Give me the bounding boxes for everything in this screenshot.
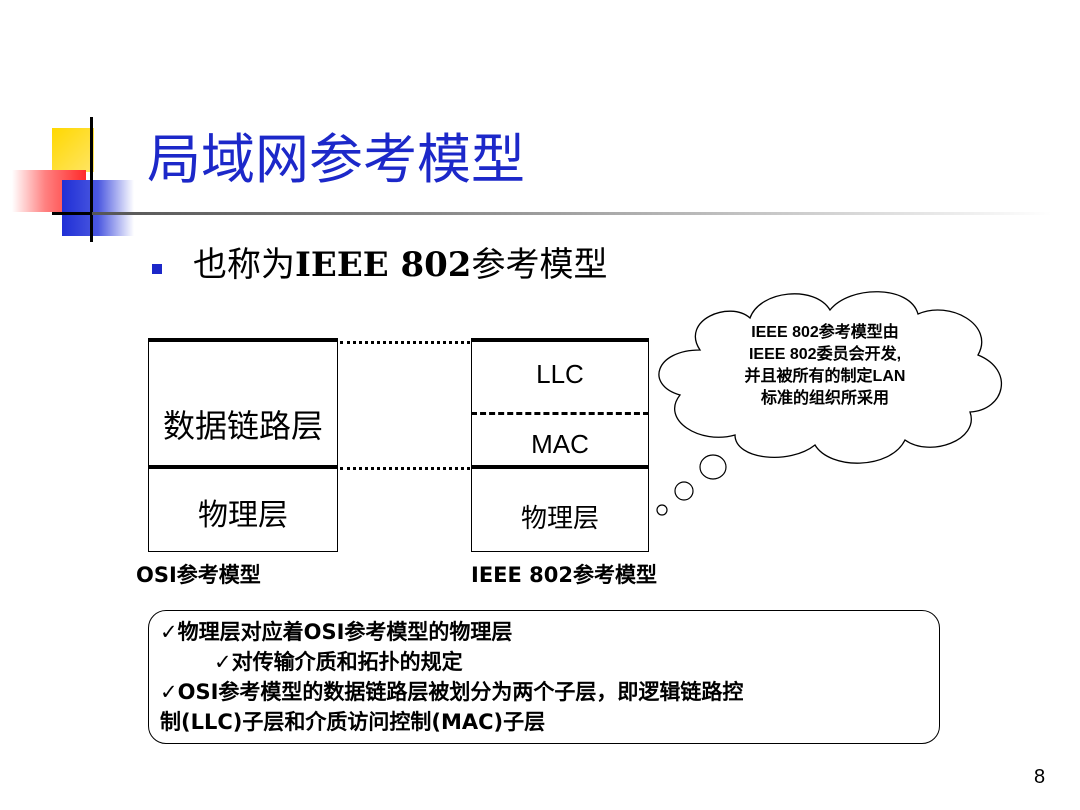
osi-caption: OSI参考模型: [136, 563, 261, 587]
cloud-text: IEEE 802参考模型由 IEEE 802委员会开发, 并且被所有的制定LAN…: [700, 322, 950, 410]
thought-bubble-small: [656, 504, 668, 516]
cloud-line: IEEE 802参考模型由: [751, 324, 899, 341]
llc-sublayer: LLC: [536, 359, 584, 389]
bullet-emphasis: IEEE 802: [295, 245, 472, 285]
bullet-square-icon: [152, 264, 162, 274]
bullet-text: 也称为IEEE 802参考模型: [193, 243, 607, 287]
ieee-stack: [471, 338, 649, 552]
bullet-prefix: 也称为: [193, 245, 295, 285]
thought-bubble-medium: [674, 481, 694, 501]
slide-title: 局域网参考模型: [147, 128, 525, 191]
middle-dotted-connector: [340, 467, 470, 470]
osi-layer-divider: [148, 465, 338, 469]
ieee-layer-divider: [471, 465, 649, 469]
cloud-line: 标准的组织所采用: [760, 390, 889, 407]
logo-vertical-line: [90, 117, 93, 242]
cloud-outline: [658, 291, 1003, 464]
cloud-line: 并且被所有的制定LAN: [744, 368, 906, 385]
note-line: ✓物理层对应着OSI参考模型的物理层: [160, 620, 513, 644]
logo-yellow-square: [52, 128, 94, 172]
bullet-suffix: 参考模型: [471, 245, 608, 285]
thought-cloud: [656, 291, 1003, 516]
logo-horizontal-line: [52, 212, 110, 215]
mac-sublayer: MAC: [531, 429, 589, 459]
logo-blue-bar: [62, 180, 134, 236]
thought-bubble-large: [699, 454, 727, 480]
note-line: ✓OSI参考模型的数据链路层被划分为两个子层，即逻辑链路控: [160, 680, 744, 704]
cloud-line: IEEE 802委员会开发,: [748, 346, 902, 363]
note-line: ✓对传输介质和拓扑的规定: [214, 650, 463, 674]
ieee-sublayer-divider: [471, 412, 649, 415]
osi-stack: [148, 338, 338, 552]
top-dotted-connector: [340, 341, 470, 344]
title-underline: [92, 212, 1052, 215]
ieee-caption: IEEE 802参考模型: [471, 563, 657, 587]
ieee-physical-layer: 物理层: [520, 504, 599, 534]
note-line: 制(LLC)子层和介质访问控制(MAC)子层: [160, 710, 546, 734]
note-box: [148, 610, 940, 744]
osi-data-link-layer: 数据链路层: [162, 407, 323, 445]
osi-physical-layer: 物理层: [198, 498, 288, 533]
page-number: 8: [1034, 766, 1046, 788]
